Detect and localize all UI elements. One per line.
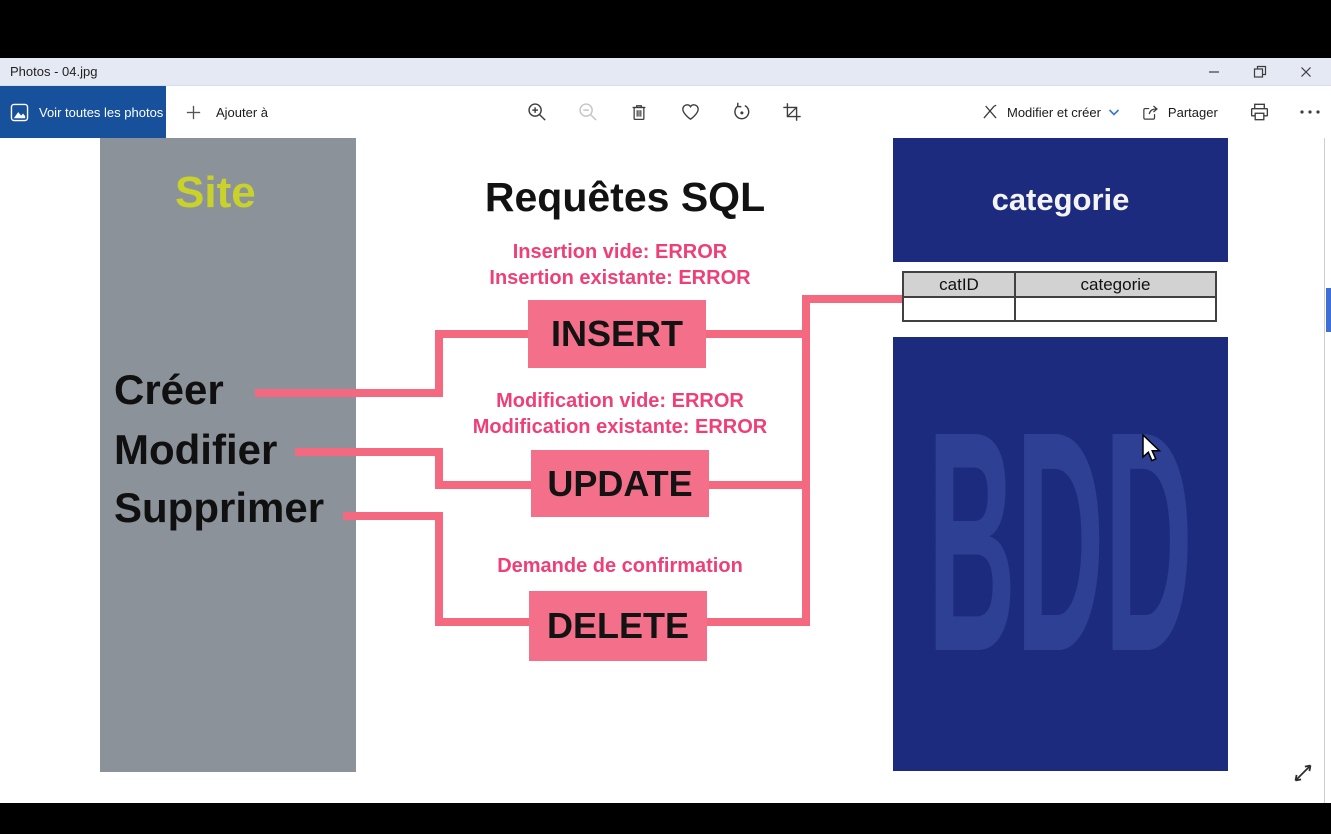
zoom-out-icon bbox=[578, 102, 597, 121]
heart-icon bbox=[681, 103, 699, 120]
window-controls bbox=[1191, 58, 1329, 86]
restore-icon bbox=[1253, 65, 1267, 78]
site-action-supprimer: Supprimer bbox=[114, 484, 325, 531]
titlebar: Photos - 04.jpg bbox=[0, 58, 1331, 86]
plus-icon bbox=[186, 105, 201, 119]
connector-line bbox=[706, 330, 810, 338]
table-cell-categorie bbox=[1014, 296, 1217, 322]
photos-app-icon bbox=[10, 103, 29, 121]
sql-title: Requêtes SQL bbox=[484, 174, 766, 220]
delete-box: DELETE bbox=[529, 591, 707, 661]
minimize-button[interactable] bbox=[1191, 58, 1237, 86]
insert-box: INSERT bbox=[528, 300, 706, 368]
update-label: UPDATE bbox=[547, 462, 693, 504]
categorie-table: catID categorie bbox=[902, 271, 1217, 322]
add-to-label: Ajouter à bbox=[216, 104, 269, 120]
update-box: UPDATE bbox=[531, 450, 709, 517]
window-title: Photos - 04.jpg bbox=[10, 64, 98, 79]
rotate-icon bbox=[733, 102, 749, 119]
crop-icon bbox=[783, 103, 801, 121]
edit-create-icon bbox=[983, 104, 997, 119]
scrollbar-track bbox=[1324, 138, 1325, 803]
connector-line bbox=[706, 618, 810, 626]
insert-label: INSERT bbox=[550, 313, 683, 354]
edit-create-button[interactable]: Modifier et créer bbox=[980, 94, 1120, 130]
toolbar-right-icons: Modifier et créer Partager bbox=[980, 94, 1328, 130]
share-button[interactable]: Partager bbox=[1140, 94, 1218, 130]
toolbar: Voir toutes les photos Ajouter à bbox=[0, 86, 1331, 138]
zoom-in-button[interactable] bbox=[519, 94, 555, 130]
favorite-button[interactable] bbox=[672, 94, 708, 130]
resize-button[interactable] bbox=[1284, 754, 1322, 792]
more-icon bbox=[1300, 110, 1320, 114]
more-button[interactable] bbox=[1292, 94, 1328, 130]
crop-button[interactable] bbox=[774, 94, 810, 130]
delete-note: Demande de confirmation bbox=[497, 555, 743, 577]
trash-icon bbox=[632, 104, 646, 120]
see-all-photos-label: Voir toutes les photos bbox=[39, 104, 164, 120]
chevron-down-icon bbox=[1108, 108, 1119, 116]
connector-line bbox=[802, 295, 810, 626]
connector-line bbox=[709, 481, 810, 489]
insert-note-1: Insertion vide: ERROR bbox=[512, 241, 728, 263]
bdd-label: BDD bbox=[927, 366, 1194, 717]
connector-line bbox=[435, 330, 528, 338]
connector-line bbox=[435, 330, 443, 397]
delete-label: DELETE bbox=[546, 605, 689, 646]
delete-button[interactable] bbox=[621, 94, 657, 130]
site-title: Site bbox=[175, 168, 256, 217]
share-label: Partager bbox=[1167, 104, 1218, 120]
update-note-2: Modification existante: ERROR bbox=[472, 416, 768, 438]
rotate-button[interactable] bbox=[723, 94, 759, 130]
see-all-photos-button[interactable]: Voir toutes les photos bbox=[0, 86, 166, 138]
connector-line bbox=[435, 481, 531, 489]
connector-line bbox=[295, 448, 443, 456]
table-cell-catid bbox=[902, 296, 1016, 322]
print-button[interactable] bbox=[1242, 94, 1278, 130]
insert-note-2: Insertion existante: ERROR bbox=[489, 267, 751, 289]
cursor-icon bbox=[1142, 434, 1162, 462]
close-icon bbox=[1301, 67, 1311, 77]
categorie-entity-header: categorie bbox=[893, 138, 1228, 262]
connector-line bbox=[802, 295, 902, 303]
connector-line bbox=[255, 389, 443, 397]
table-header-categorie: categorie bbox=[1014, 271, 1217, 298]
update-note-1: Modification vide: ERROR bbox=[496, 390, 744, 412]
add-to-button[interactable]: Ajouter à bbox=[170, 86, 282, 138]
scrollbar-thumb[interactable] bbox=[1326, 288, 1331, 332]
connector-line bbox=[435, 618, 529, 626]
photo-viewer: Site Créer Modifier Supprimer Requêtes S… bbox=[0, 138, 1331, 803]
minimize-icon bbox=[1209, 71, 1219, 73]
share-icon bbox=[1143, 105, 1158, 120]
connector-line bbox=[343, 512, 443, 520]
connector-line bbox=[435, 512, 443, 626]
site-action-creer: Créer bbox=[114, 366, 224, 413]
restore-button[interactable] bbox=[1237, 58, 1283, 86]
toolbar-center-icons bbox=[519, 94, 810, 130]
table-row bbox=[902, 296, 1217, 322]
bdd-panel: BDD bbox=[893, 337, 1228, 771]
print-icon bbox=[1251, 103, 1269, 120]
categorie-entity-title: categorie bbox=[991, 182, 1130, 217]
resize-icon bbox=[1294, 764, 1312, 782]
close-button[interactable] bbox=[1283, 58, 1329, 86]
edit-create-label: Modifier et créer bbox=[1007, 104, 1101, 120]
zoom-out-button[interactable] bbox=[570, 94, 606, 130]
zoom-in-icon bbox=[527, 102, 546, 121]
site-action-modifier: Modifier bbox=[114, 426, 278, 473]
connector-line bbox=[435, 448, 443, 489]
table-header-catid: catID bbox=[902, 271, 1016, 298]
